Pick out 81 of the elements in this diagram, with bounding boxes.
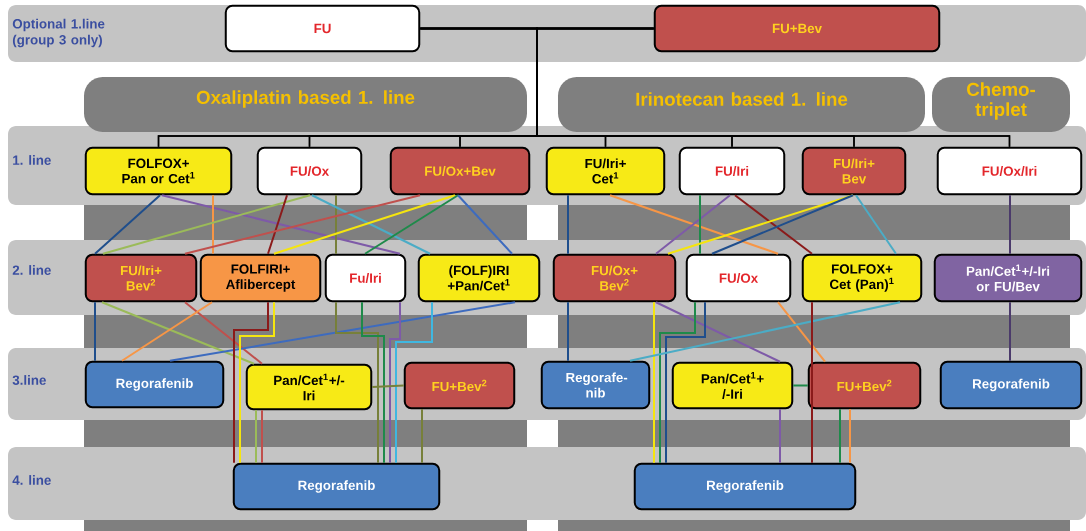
connector-line — [371, 384, 405, 388]
regimen-box: (FOLF)IRI +Pan/Cet$^{1}$ — [417, 253, 541, 303]
connector-line — [233, 301, 269, 464]
regimen-box: FU — [224, 4, 421, 53]
connector-line — [849, 408, 851, 464]
regimen-box: FU/Ox+Bev — [389, 146, 531, 196]
connector-line — [792, 384, 809, 387]
regimen-box: FU/Ox — [685, 253, 792, 303]
regimen-box: FU/Iri+ Bev$^{2}$ — [84, 253, 198, 303]
connector-line — [121, 301, 213, 362]
regimen-box: FU/Iri+ Cet$^{1}$ — [545, 146, 666, 196]
connector-line — [1009, 301, 1011, 362]
connector-line — [389, 301, 401, 464]
row-label: Optional 1.line (group 3 only) — [12, 18, 105, 48]
connector-line — [335, 301, 379, 464]
group-tab: Oxaliplatin based 1. line — [84, 77, 527, 132]
group-tab: Chemo- triplet — [932, 77, 1070, 132]
connector-line — [395, 301, 433, 464]
row-label: 3.line — [12, 375, 46, 385]
connector-line — [212, 194, 214, 255]
connector-line — [261, 409, 263, 464]
connector-line — [161, 194, 401, 255]
connector-line — [855, 194, 897, 255]
connector-line — [811, 301, 813, 464]
regimen-box: FU/Iri+ Bev — [801, 146, 907, 196]
regimen-box: Fu/Iri — [324, 253, 407, 303]
connector-line — [101, 301, 255, 365]
connector-line — [102, 194, 311, 255]
regimen-box: FU+Bev — [653, 4, 941, 53]
connector-line — [239, 301, 275, 464]
connector-line — [267, 194, 288, 255]
regimen-box: Pan/Cet$^{1}$+/- Iri — [245, 363, 373, 411]
connector-line — [839, 408, 841, 464]
connector-line — [536, 27, 1011, 148]
connector-line — [273, 194, 456, 255]
connector-line — [457, 194, 513, 255]
connector-line — [699, 194, 701, 255]
connector-line — [734, 194, 813, 255]
connector-line — [1009, 194, 1011, 255]
connector-line — [421, 408, 423, 464]
regimen-box: Regorafe- nib — [540, 360, 651, 410]
connector-line — [255, 409, 257, 464]
connector-line — [779, 408, 781, 464]
connector-line — [567, 194, 569, 255]
regimen-box: Pan/Cet$^{1}$+ /-Iri — [671, 361, 794, 410]
connector-line — [659, 301, 696, 464]
connector-line — [609, 194, 779, 255]
connector-line — [653, 301, 655, 464]
connector-line — [184, 194, 421, 255]
regimen-box: Pan/Cet$^{1}$+/-Iri or FU/Bev — [933, 253, 1083, 303]
regimen-box: Regorafenib — [939, 360, 1083, 410]
regimen-box: Regorafenib — [232, 462, 441, 511]
connector-line — [665, 301, 706, 464]
connector-line — [361, 301, 385, 464]
connector-line — [655, 301, 781, 363]
connector-line — [567, 301, 569, 362]
connector-line — [655, 194, 731, 255]
regimen-box: FU+Bev$^{2}$ — [807, 361, 922, 410]
connector-line — [184, 301, 263, 365]
connector-line — [94, 301, 96, 362]
regimen-box: Regorafenib — [84, 360, 225, 409]
regimen-box: FOLFOX+ Pan or Cet$^{1}$ — [84, 146, 233, 196]
connector-line — [169, 301, 516, 362]
regimen-box: FU/Ox/Iri — [936, 146, 1083, 196]
row-label: 4. line — [12, 475, 51, 485]
regimen-box: FOLFIRI+ Aflibercept — [199, 253, 322, 303]
connector-line — [711, 194, 854, 255]
regimen-box: FU/Ox — [256, 146, 363, 196]
connector-line — [94, 194, 161, 255]
regimen-box: FU/Iri — [678, 146, 786, 196]
connector-line — [311, 194, 431, 255]
row-label: 1. line — [13, 155, 51, 165]
row-label: 2. line — [12, 265, 51, 275]
connector-line — [335, 194, 337, 255]
regimen-box: FU/Ox+ Bev$^{2}$ — [552, 253, 677, 303]
connector-line — [629, 301, 901, 362]
regimen-box: FU+Bev$^{2}$ — [403, 361, 516, 410]
group-tab: Irinotecan based 1. line — [558, 77, 925, 132]
regimen-box: Regorafenib — [633, 462, 857, 511]
regimen-box: FOLFOX+ Cet (Pan)$^{1}$ — [801, 253, 923, 303]
connector-line — [364, 194, 459, 255]
